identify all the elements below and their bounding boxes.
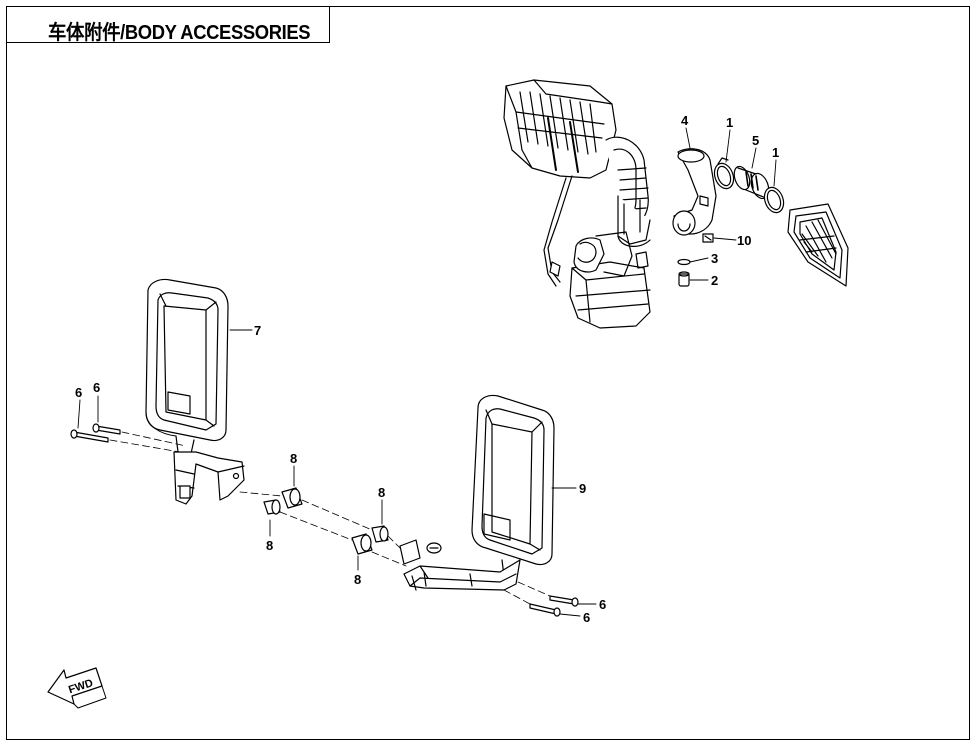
drawing-frame — [6, 6, 970, 740]
callout-leader-lines — [77, 127, 777, 617]
part-5-coupler-sleeve — [733, 165, 770, 200]
part-7-left-mirror — [145, 278, 245, 505]
callout-5: 5 — [752, 133, 759, 148]
page-title: 车体附件/BODY ACCESSORIES — [48, 22, 311, 44]
callout-10: 10 — [737, 233, 751, 248]
fwd-direction-arrow: FWD — [47, 667, 107, 709]
part-6-bolt-upper-left-b — [92, 423, 121, 435]
callout-1b: 1 — [772, 145, 779, 160]
part-2-plug — [678, 271, 690, 287]
callout-8d: 8 — [354, 572, 361, 587]
part-8-spacer-b — [263, 499, 281, 515]
assembly-center-lines — [109, 431, 551, 605]
callout-1a: 1 — [726, 115, 733, 130]
part-1-hose-clamp-left — [713, 157, 735, 190]
callout-9: 9 — [579, 481, 586, 496]
callout-3: 3 — [711, 251, 718, 266]
part-3-o-ring — [677, 258, 691, 266]
title-box: 车体附件/BODY ACCESSORIES — [6, 6, 330, 44]
part-9-right-mirror — [399, 394, 555, 591]
filter-grille-panel — [787, 203, 849, 287]
part-1-hose-clamp-right — [763, 186, 785, 214]
callout-6d: 6 — [583, 610, 590, 625]
part-8-spacer-c — [371, 525, 389, 543]
part-6-bolt-upper-left-a — [70, 429, 109, 443]
callout-6a: 6 — [75, 385, 82, 400]
part-6-bolt-lower-right-a — [549, 595, 579, 607]
callout-2: 2 — [711, 273, 718, 288]
callout-8a: 8 — [290, 451, 297, 466]
callout-8b: 8 — [266, 538, 273, 553]
callout-6b: 6 — [93, 380, 100, 395]
callout-6c: 6 — [599, 597, 606, 612]
callout-4: 4 — [681, 113, 689, 128]
part-8-spacer-d — [351, 533, 373, 555]
part-10-bolt — [702, 233, 714, 243]
part-6-bolt-lower-right-b — [529, 603, 561, 617]
callout-7: 7 — [254, 323, 261, 338]
part-8-spacer-a — [281, 487, 303, 509]
part-4-elbow-duct — [672, 148, 717, 236]
air-box-assembly — [503, 79, 651, 329]
callout-8c: 8 — [378, 485, 385, 500]
